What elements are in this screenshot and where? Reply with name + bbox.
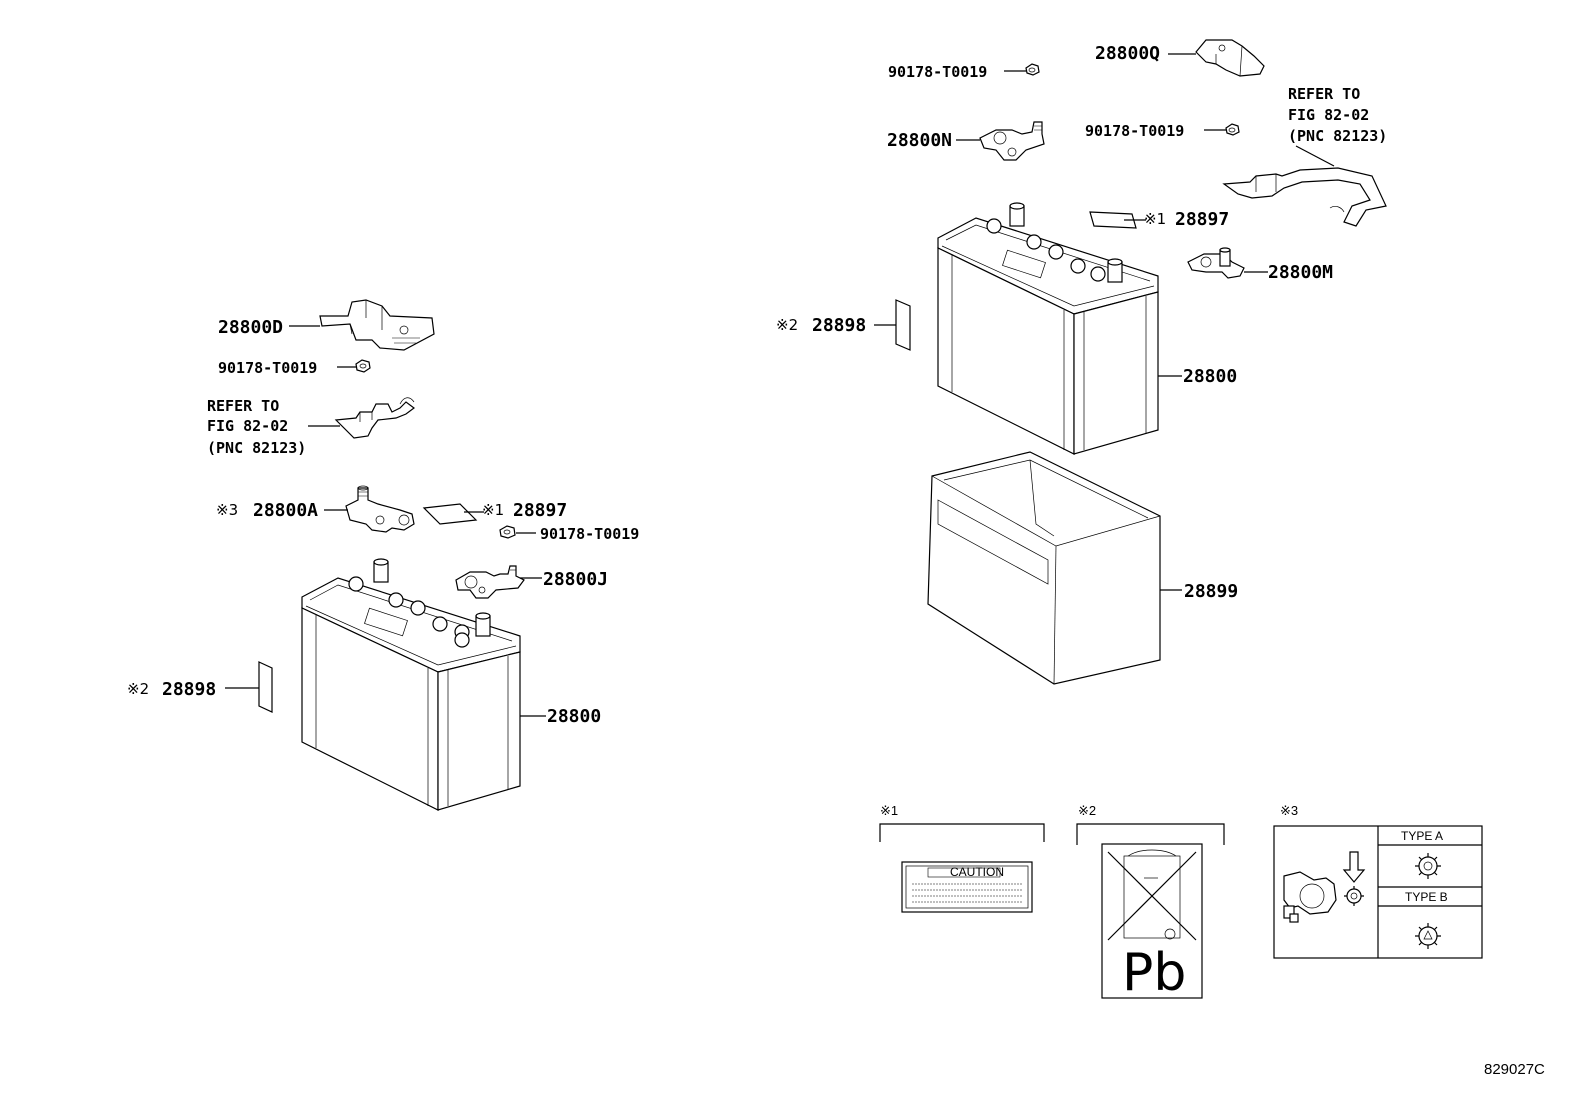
type-a-label: TYPE A [1401,829,1443,843]
legend-note-3: ※3 [1280,803,1298,818]
legend-note-1: ※1 [880,803,898,818]
note-mark-1-left: ※1 [482,501,504,519]
terminal-28800j [455,565,525,599]
type-b-label: TYPE B [1405,890,1448,904]
part-label-28800-left[interactable]: 28800 [547,706,601,727]
nut-90178-left-2 [499,525,516,539]
cable-right [1222,167,1387,227]
pb-label-text: Pb [1122,943,1186,1003]
terminal-28800m [1187,247,1245,279]
figure-id: 829027C [1484,1061,1545,1078]
part-label-nut-left-2[interactable]: 90178-T0019 [540,525,639,543]
type-a-gear-icon [1415,853,1441,879]
terminal-28800n [979,121,1045,161]
note-mark-2-left: ※2 [127,680,149,698]
terminal-clamp-28800q [1195,39,1265,77]
nut-90178-left-1 [355,359,371,373]
battery-left [301,558,521,811]
battery-right-post-2 [1107,258,1123,283]
refer-line2-left: FIG 82-02 [207,417,288,435]
caution-sticker-left [422,503,478,525]
note-mark-3-left: ※3 [216,501,238,519]
part-label-28898-right[interactable]: 28898 [812,315,866,336]
caution-label-illustration: CAUTION [901,861,1033,913]
part-label-nut-right-2[interactable]: 90178-T0019 [1085,122,1184,140]
part-label-28800m[interactable]: 28800M [1268,262,1333,283]
caution-label-text: CAUTION [950,865,1004,879]
refer-line1-left: REFER TO [207,397,279,415]
refer-line2-right: FIG 82-02 [1288,106,1369,124]
battery-tray-28899 [927,451,1161,685]
legend-note-2: ※2 [1078,803,1096,818]
caution-sticker-right [1089,211,1137,229]
refer-line3-left: (PNC 82123) [207,439,306,457]
cable-end-left [334,397,415,439]
refer-line1-right: REFER TO [1288,85,1360,103]
part-label-28800-right[interactable]: 28800 [1183,366,1237,387]
battery-left-post-1 [373,558,389,583]
battery-right-post-1 [1009,202,1025,227]
nut-90178-right-2 [1225,123,1240,136]
part-label-28897-right[interactable]: 28897 [1175,209,1229,230]
terminal-type-illustration [1283,851,1366,923]
type-b-gear-icon [1415,923,1441,949]
part-label-28897-left[interactable]: 28897 [513,500,567,521]
legend-bracket-1 [879,823,1045,842]
terminal-28800a [345,485,415,533]
part-label-28800d[interactable]: 28800D [218,317,283,338]
battery-right [937,202,1159,455]
battery-left-post-2 [475,612,491,637]
part-label-28898-left[interactable]: 28898 [162,679,216,700]
part-label-28800a[interactable]: 28800A [253,500,318,521]
note-mark-2-right: ※2 [776,316,798,334]
recycle-pb-label-illustration: Pb [1101,843,1203,1003]
part-label-nut-left-1[interactable]: 90178-T0019 [218,359,317,377]
legend-bracket-2 [1076,823,1225,845]
leader-refer-right [1295,145,1335,167]
part-label-28800n[interactable]: 28800N [887,130,952,151]
note-mark-1-right: ※1 [1144,210,1166,228]
refer-line3-right: (PNC 82123) [1288,127,1387,145]
nut-90178-right-1 [1025,63,1040,76]
part-label-28800q[interactable]: 28800Q [1095,43,1160,64]
terminal-type-table: TYPE A TYPE B [1273,825,1483,959]
part-label-28899[interactable]: 28899 [1184,581,1238,602]
recycle-sticker-left [258,661,273,713]
part-label-nut-right-1[interactable]: 90178-T0019 [888,63,987,81]
terminal-clamp-28800d [319,299,435,351]
recycle-sticker-right [895,299,911,351]
part-label-28800j[interactable]: 28800J [543,569,608,590]
